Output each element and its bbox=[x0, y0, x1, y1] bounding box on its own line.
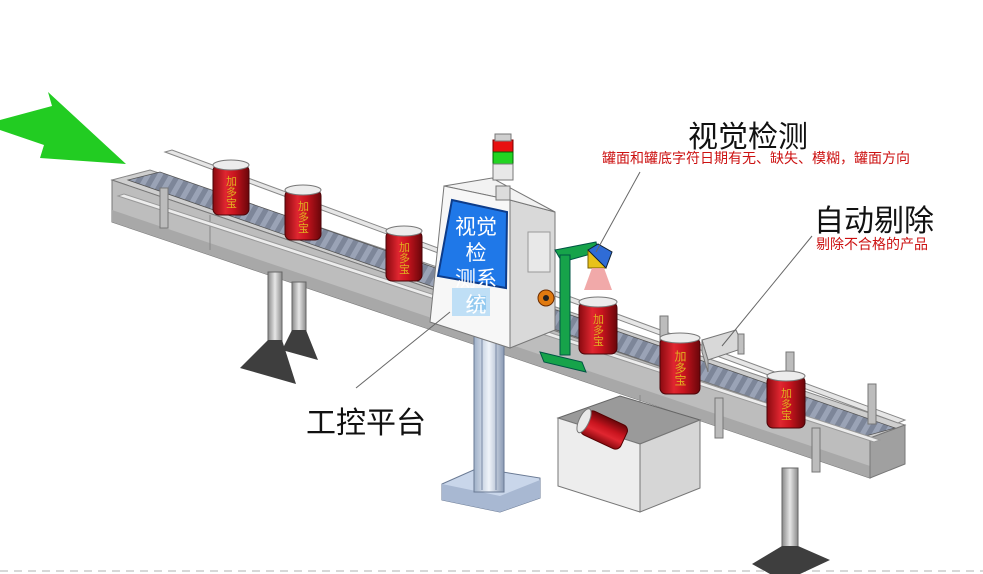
can: 加多宝 bbox=[284, 184, 322, 241]
screen-line-2: 测系统 bbox=[455, 267, 497, 317]
can: 加多宝 bbox=[212, 159, 250, 216]
reject-title: 自动剔除 bbox=[814, 204, 934, 239]
vision-system-stand bbox=[441, 331, 541, 513]
reject-description: 剔除不合格的产品 bbox=[816, 237, 928, 253]
reject-leader-line bbox=[721, 235, 813, 347]
vision-leader-line bbox=[595, 171, 641, 253]
vision-title: 视觉检测 bbox=[688, 120, 808, 155]
input-direction-arrow bbox=[0, 92, 126, 164]
vision-description: 罐面和罐底字符日期有无、缺失、模糊，罐面方向 bbox=[602, 151, 910, 167]
can-label: 加多宝 bbox=[297, 200, 310, 233]
reject-pusher bbox=[701, 329, 745, 373]
can: 加多宝 bbox=[659, 332, 701, 395]
can-label: 加多宝 bbox=[592, 313, 605, 346]
platform-title: 工控平台 bbox=[306, 406, 426, 441]
can-label: 加多宝 bbox=[673, 350, 687, 386]
can: 加多宝 bbox=[766, 370, 806, 429]
can: 加多宝 bbox=[578, 296, 618, 355]
screen-display bbox=[436, 198, 509, 290]
signal-light-tower bbox=[492, 133, 514, 201]
can-label: 加多宝 bbox=[780, 387, 793, 420]
screen-text: 视觉检 测系统 bbox=[446, 214, 506, 318]
screen-line-1: 视觉检 bbox=[455, 215, 497, 265]
conveyor-legs bbox=[240, 271, 830, 574]
camera-mount bbox=[539, 241, 613, 373]
can-label: 加多宝 bbox=[225, 175, 238, 208]
can: 加多宝 bbox=[385, 225, 423, 282]
reject-bin bbox=[556, 395, 702, 513]
platform-leader-line bbox=[355, 311, 451, 389]
can-label: 加多宝 bbox=[398, 241, 411, 274]
